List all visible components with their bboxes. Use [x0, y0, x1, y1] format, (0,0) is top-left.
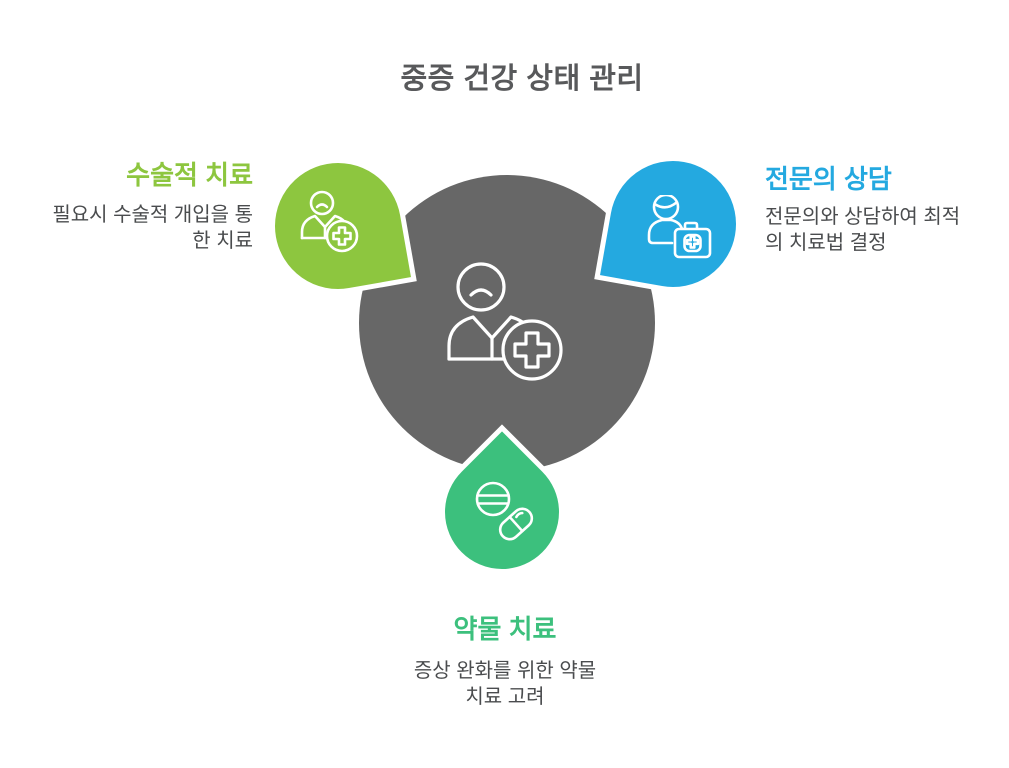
- surgical-desc-line-2: 한 치료: [192, 230, 253, 252]
- section-medication: 약물 치료 증상 완화를 위한 약물 치료 고려: [355, 612, 655, 710]
- section-specialist: 전문의 상담 전문의와 상담하여 최적 의 치료법 결정: [765, 162, 1005, 256]
- specialist-description: 전문의와 상담하여 최적 의 치료법 결정: [765, 204, 1005, 256]
- pills-icon: [475, 481, 534, 541]
- page-title: 중증 건강 상태 관리: [400, 63, 644, 95]
- doctor-medkit-icon: [647, 195, 712, 259]
- medication-desc-line-1: 증상 완화를 위한 약물: [413, 660, 597, 682]
- specialist-desc-line-1: 전문의와 상담하여 최적: [765, 206, 961, 228]
- specialist-desc-line-2: 의 치료법 결정: [765, 232, 887, 254]
- specialist-title: 전문의 상담: [765, 164, 892, 194]
- surgical-description: 필요시 수술적 개입을 통 한 치료: [20, 202, 253, 254]
- patient-cross-icon: [447, 262, 563, 381]
- medication-desc-line-2: 치료 고려: [465, 686, 545, 708]
- medication-description: 증상 완화를 위한 약물 치료 고려: [355, 658, 655, 710]
- section-surgical: 수술적 치료 필요시 수술적 개입을 통 한 치료: [20, 158, 253, 254]
- surgeon-plus-icon: [300, 190, 359, 253]
- surgical-desc-line-1: 필요시 수술적 개입을 통: [52, 204, 253, 226]
- medication-title: 약물 치료: [453, 614, 557, 644]
- surgical-title: 수술적 치료: [126, 160, 253, 190]
